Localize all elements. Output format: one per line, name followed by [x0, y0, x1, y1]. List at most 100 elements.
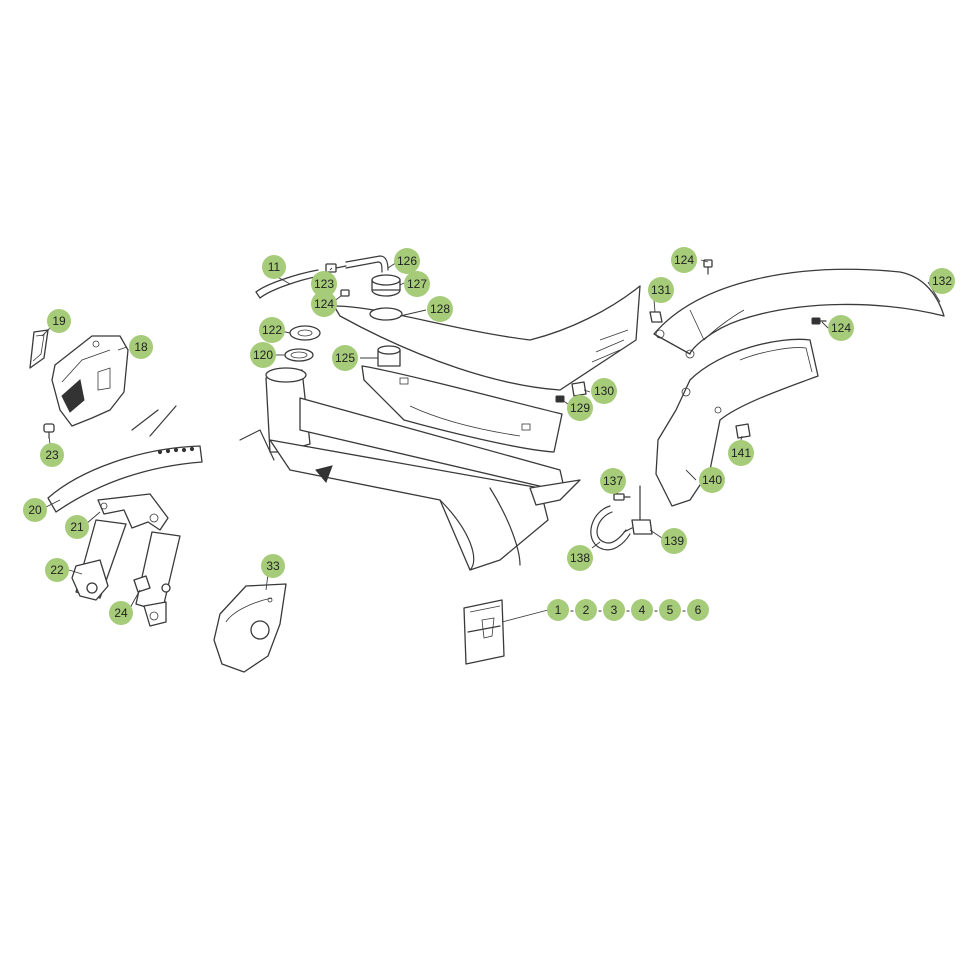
callout-23[interactable]: 23 [40, 443, 64, 467]
callout-129-bubble [567, 395, 593, 421]
callout-124-fender-side-label: 124 [831, 321, 851, 335]
callout-125-bubble [332, 345, 358, 371]
callout-22[interactable]: 22 [45, 558, 69, 582]
callout-2-label: 2 [583, 603, 590, 617]
callout-132-bubble [929, 268, 955, 294]
callout-120[interactable]: 120 [250, 342, 276, 368]
part-23-screw [43, 423, 55, 439]
callout-122-bubble [259, 317, 285, 343]
callout-132-label: 132 [932, 274, 952, 288]
part-33-disc-guard [213, 583, 287, 673]
callout-21-bubble [65, 515, 89, 539]
callout-131-bubble [648, 277, 674, 303]
callout-131[interactable]: 131 [648, 277, 674, 303]
callout-124-fender-top-label: 124 [674, 253, 694, 267]
callout-11[interactable]: 11 [262, 255, 286, 279]
callout-6-bubble [687, 599, 709, 621]
callout-33[interactable]: 33 [261, 554, 285, 578]
callout-5-label: 5 [667, 603, 674, 617]
callout-20[interactable]: 20 [23, 498, 47, 522]
callout-124-fender-top[interactable]: 124 [671, 247, 697, 273]
callout-140-label: 140 [702, 473, 722, 487]
separator-1-2: - [570, 603, 574, 617]
callout-124-fender-side[interactable]: 124 [828, 315, 854, 341]
callout-18-label: 18 [134, 340, 148, 354]
callout-140[interactable]: 140 [699, 467, 725, 493]
callout-123-label: 123 [314, 277, 334, 291]
callout-21[interactable]: 21 [65, 515, 89, 539]
callout-125-label: 125 [335, 351, 355, 365]
part-139-fuel-tap [623, 485, 653, 535]
callout-127-bubble [404, 271, 430, 297]
part-21-fender-bracket [97, 493, 169, 531]
callout-139-bubble [661, 528, 687, 554]
part-124-screw-tank [340, 289, 350, 297]
callout-33-bubble [261, 554, 285, 578]
callout-11-bubble [262, 255, 286, 279]
part-132-rear-fender [653, 268, 945, 359]
callout-126[interactable]: 126 [394, 248, 420, 274]
callout-124-tank-bubble [311, 291, 337, 317]
part-1-6-document-pack [463, 599, 505, 665]
callout-138[interactable]: 138 [567, 545, 593, 571]
callout-126-bubble [394, 248, 420, 274]
callout-24-bubble [109, 601, 133, 625]
callout-132[interactable]: 132 [929, 268, 955, 294]
part-130-clip [571, 381, 587, 397]
callout-138-bubble [567, 545, 593, 571]
callout-23-bubble [40, 443, 64, 467]
callout-137-bubble [600, 468, 626, 494]
part-18-front-mask [51, 335, 129, 427]
callout-11-label: 11 [268, 260, 281, 274]
callout-24[interactable]: 24 [109, 601, 133, 625]
part-127-fuel-cap [371, 274, 401, 297]
part-24-clip [133, 575, 171, 627]
callout-138-label: 138 [570, 551, 590, 565]
callout-6[interactable]: 6 [687, 599, 709, 621]
callout-127[interactable]: 127 [404, 271, 430, 297]
callout-130[interactable]: 130 [591, 378, 617, 404]
callout-129-label: 129 [570, 401, 590, 415]
callout-125[interactable]: 125 [332, 345, 358, 371]
frame [239, 367, 581, 571]
callout-129[interactable]: 129 [567, 395, 593, 421]
callout-124-fender-side-bubble [828, 315, 854, 341]
callout-19-label: 19 [52, 314, 66, 328]
callout-3[interactable]: 3 [603, 599, 625, 621]
callout-123[interactable]: 123 [311, 271, 337, 297]
callout-139[interactable]: 139 [661, 528, 687, 554]
callout-128[interactable]: 128 [427, 296, 453, 322]
part-128-seat [333, 285, 641, 391]
part-22-clamp [71, 559, 109, 601]
part-131-nut [649, 311, 663, 323]
callout-19-bubble [47, 309, 71, 333]
callout-5[interactable]: 5 [659, 599, 681, 621]
callout-19[interactable]: 19 [47, 309, 71, 333]
callout-4-label: 4 [639, 603, 646, 617]
callout-22-label: 22 [50, 563, 64, 577]
callout-122[interactable]: 122 [259, 317, 285, 343]
part-122-bearing [289, 325, 321, 341]
callout-124-tank-label: 124 [314, 297, 334, 311]
callout-18[interactable]: 18 [129, 335, 153, 359]
separator-4-5: - [654, 603, 658, 617]
callout-124-tank[interactable]: 124 [311, 291, 337, 317]
part-123-fitting [325, 263, 347, 273]
callout-24-label: 24 [114, 606, 128, 620]
callout-137[interactable]: 137 [600, 468, 626, 494]
part-19-reflector [29, 329, 49, 369]
callout-4-bubble [631, 599, 653, 621]
callout-141[interactable]: 141 [728, 440, 754, 466]
callout-141-label: 141 [731, 446, 751, 460]
callout-33-label: 33 [266, 559, 280, 573]
callout-126-label: 126 [397, 254, 417, 268]
callout-4[interactable]: 4 [631, 599, 653, 621]
callout-127-label: 127 [407, 277, 427, 291]
callout-124-fender-top-bubble [671, 247, 697, 273]
callout-2[interactable]: 2 [575, 599, 597, 621]
callout-20-label: 20 [28, 503, 42, 517]
callout-1[interactable]: 1 [547, 599, 569, 621]
callout-123-bubble [311, 271, 337, 297]
callouts: 11 19 18 23 20 21 22 24 [23, 247, 955, 625]
callout-23-label: 23 [45, 448, 59, 462]
